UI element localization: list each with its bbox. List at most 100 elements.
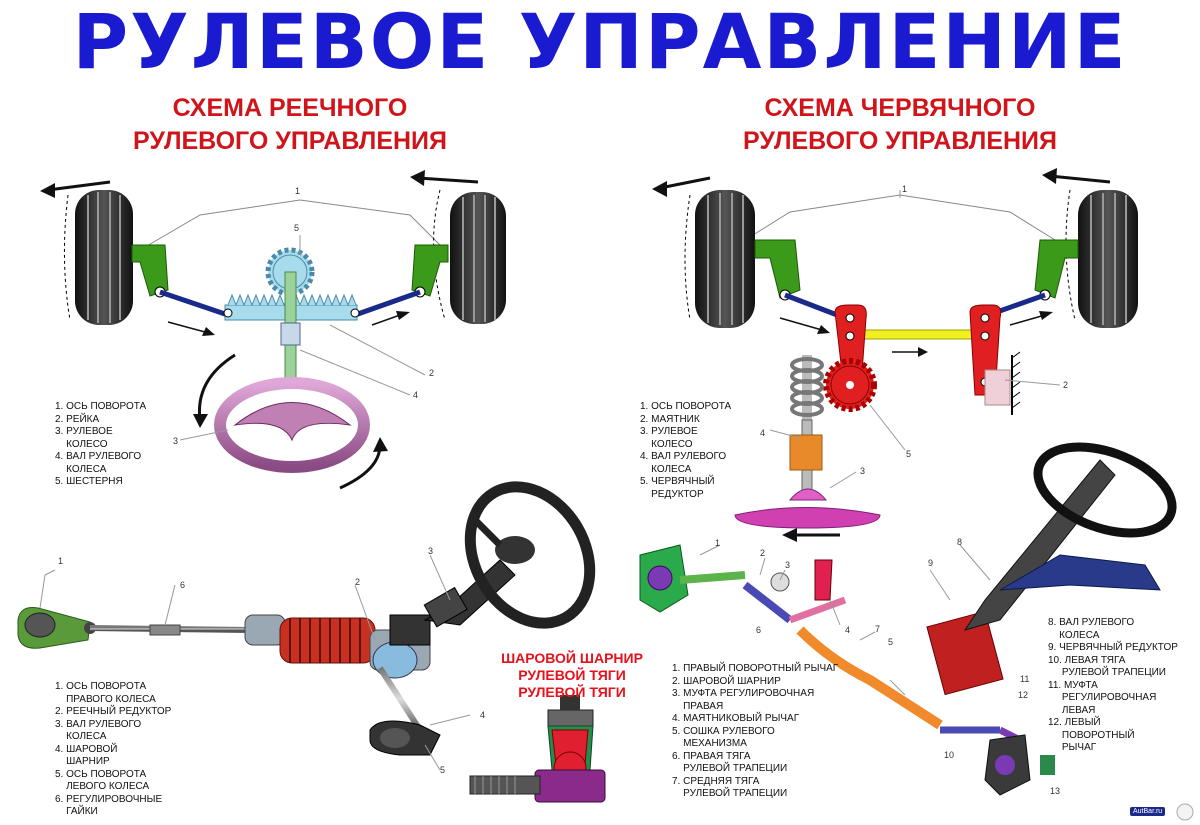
rotation-arrow-left (193, 414, 208, 428)
legend-item: РУЛЕВОЙ ТРАПЕЦИИ (672, 788, 788, 799)
legend-item: ЛЕВОГО КОЛЕСА (55, 781, 150, 792)
legend-item: РУЛЕВОЙ ТРАПЕЦИИ (672, 763, 788, 774)
rack-assembly-illustration (17, 481, 596, 771)
callout-number: 3 (860, 466, 866, 476)
legend-item: КОЛЕСО (55, 438, 108, 450)
callout-number: 5 (888, 637, 894, 647)
callout-number: 6 (180, 580, 186, 590)
rack-scheme-title-line2: РУЛЕВОГО УПРАВЛЕНИЯ (133, 127, 447, 155)
rack-scheme-title: СХЕМА РЕЕЧНОГО РУЛЕВОГО УПРАВЛЕНИЯ (80, 92, 500, 158)
left-tie-rod (159, 289, 229, 318)
left-motion-arrow (40, 183, 55, 198)
left-knuckle (131, 244, 169, 297)
worm-scheme-title: СХЕМА ЧЕРВЯЧНОГО РУЛЕВОГО УПРАВЛЕНИЯ (690, 92, 1110, 158)
callout-number: 1 (902, 184, 908, 194)
callout-number: 9 (928, 558, 934, 568)
pivot-axis-line-worm (744, 194, 1056, 241)
callout-number: 12 (1018, 690, 1029, 700)
callout-number: 3 (428, 546, 434, 556)
callout-number: 1 (58, 556, 64, 566)
legend-item: 3. РУЛЕВОЕ (55, 426, 113, 437)
legend-item: 10. ЛЕВАЯ ТЯГА (1048, 654, 1126, 666)
callout-number: 2 (355, 577, 361, 587)
legend-item: РУЛЕВОЙ ТРАПЕЦИИ (1048, 667, 1166, 678)
right-tie-rod (354, 289, 421, 318)
right-knuckle (411, 244, 449, 297)
callout-number: 2 (1063, 380, 1069, 390)
callout-number: 3 (785, 560, 791, 570)
callout-number: 6 (756, 625, 762, 635)
steering-wheel-rack (214, 377, 370, 473)
legend-item: 4. МАЯТНИКОВЫЙ РЫЧАГ (672, 713, 800, 724)
legend-item: 2. РЕЕЧНЫЙ РЕДУКТОР (55, 706, 172, 717)
left-wheel-worm (684, 190, 755, 328)
left-wheel-rack (63, 190, 133, 325)
legend-item: 5. ШЕСТЕРНЯ (55, 476, 123, 487)
callout-number: 4 (845, 625, 851, 635)
legend-item: 7. СРЕДНЯЯ ТЯГА (672, 775, 760, 787)
legend-item: 12. ЛЕВЫЙ (1048, 717, 1101, 728)
worm-scheme-title-line2: РУЛЕВОГО УПРАВЛЕНИЯ (743, 127, 1057, 155)
left-motion-arrow-worm (652, 181, 667, 197)
legend-item: МЕХАНИЗМА (672, 738, 747, 749)
right-wheel-rack (433, 189, 506, 324)
legend-item: ПРАВАЯ (672, 700, 724, 712)
legend-item: РЕГУЛИРОВОЧНАЯ (1048, 692, 1157, 703)
legend-item: 6. ПРАВАЯ ТЯГА (672, 750, 751, 762)
legend-item: ПОВОРОТНЫЙ (1048, 729, 1135, 741)
linkage-legend-left: 1. ПРАВЫЙ ПОВОРОТНЫЙ РЫЧАГ 2. ШАРОВОЙ ША… (672, 663, 838, 801)
steering-wheel-linkage (1033, 442, 1177, 538)
legend-item: 6. РЕГУЛИРОВОЧНЫЕ (55, 793, 163, 805)
callout-number: 5 (906, 449, 912, 459)
worm-scheme-diagram (652, 168, 1138, 542)
legend-item: 4. ВАЛ РУЛЕВОГО (55, 451, 142, 462)
legend-item: 1. ОСЬ ПОВОРОТА (55, 401, 147, 412)
legend-item: 3. РУЛЕВОЕ (640, 426, 698, 437)
worm-gear-spiral (790, 355, 824, 430)
legend-item: 1. ПРАВЫЙ ПОВОРОТНЫЙ РЫЧАГ (672, 663, 839, 674)
pivot-axis-line (139, 199, 446, 251)
legend-item: 2. МАЯТНИК (640, 413, 700, 425)
legend-item: КОЛЕСА (55, 731, 107, 742)
legend-item: РЫЧАГ (1048, 742, 1097, 753)
legend-item: 5. СОШКА РУЛЕВОГО (672, 725, 775, 737)
callout-number: 8 (957, 537, 963, 547)
steering-wheel-worm (734, 507, 881, 529)
legend-item: 4. ШАРОВОЙ (55, 743, 118, 755)
legend-item: КОЛЕСА (640, 463, 692, 475)
legend-item: ПРАВОГО КОЛЕСА (55, 693, 156, 705)
ball-joint-caption: ШАРОВОЙ ШАРНИР РУЛЕВОЙ ТЯГИ РУЛЕВОЙ ТЯГИ (482, 650, 662, 701)
callout-number: 4 (413, 390, 419, 400)
legend-item: КОЛЕСА (55, 463, 107, 475)
legend-item: 11. МУФТА (1048, 679, 1098, 691)
legend-item: 9. ЧЕРВЯЧНЫЙ РЕДУКТОР (1048, 642, 1178, 653)
ball-joint-caption-line2: РУЛЕВОЙ ТЯГИ (518, 667, 626, 683)
legend-item: КОЛЕСО (640, 438, 693, 450)
legend-item: 1. ОСЬ ПОВОРОТА (640, 401, 732, 412)
right-motion-arrow-worm (1042, 168, 1057, 184)
center-link (849, 329, 976, 340)
legend-item: 1. ОСЬ ПОВОРОТА (55, 681, 147, 692)
right-wheel-worm (1065, 189, 1138, 328)
rack-scheme-diagram (40, 170, 506, 490)
steering-wheel-assembly (464, 481, 596, 629)
rack-scheme-title-line1: СХЕМА РЕЕЧНОГО (172, 94, 408, 122)
legend-item: 5. ОСЬ ПОВОРОТА (55, 768, 147, 780)
watermark-text: AutBar.ru (1130, 807, 1166, 816)
callout-number: 4 (760, 428, 766, 438)
rack-assembly-legend: 1. ОСЬ ПОВОРОТА ПРАВОГО КОЛЕСА 2. РЕЕЧНЫ… (55, 681, 171, 819)
callout-number: 10 (944, 750, 955, 760)
worm-scheme-title-line1: СХЕМА ЧЕРВЯЧНОГО (764, 94, 1036, 122)
page-title: РУЛЕВОЕ УПРАВЛЕНИЕ (72, 0, 1128, 86)
callout-number: 5 (294, 223, 300, 233)
callout-number: 2 (760, 548, 766, 558)
legend-item: ЛЕВАЯ (1048, 704, 1096, 716)
watermark-logo (1176, 803, 1194, 821)
ball-joint-illustration (469, 695, 606, 803)
linkage-legend-right: 8. ВАЛ РУЛЕВОГО КОЛЕСА 9. ЧЕРВЯЧНЫЙ РЕДУ… (1048, 617, 1178, 755)
callout-number: 1 (715, 538, 721, 548)
rack-housing-left (244, 614, 286, 646)
legend-item: 3. МУФТА РЕГУЛИРОВОЧНАЯ (672, 688, 815, 699)
linkage-assembly-illustration (639, 442, 1177, 796)
